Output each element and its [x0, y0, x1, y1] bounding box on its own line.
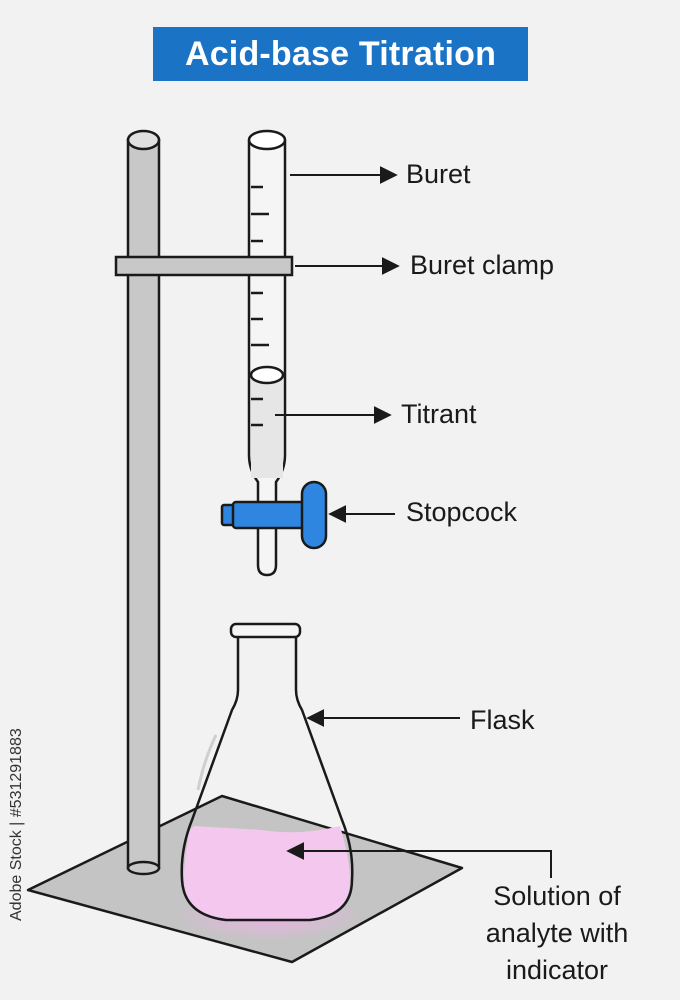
- buret-graduations: [251, 185, 269, 427]
- solution-pointer: [286, 842, 552, 878]
- stopcock: [220, 480, 328, 550]
- buret-label: Buret: [406, 159, 471, 189]
- flask-label: Flask: [470, 705, 535, 735]
- stand-rod: [126, 129, 161, 876]
- diagram-title: Acid-base Titration: [184, 34, 497, 73]
- titrant-label: Titrant: [401, 399, 477, 429]
- buret-clamp: [114, 255, 294, 277]
- stopcock-label: Stopcock: [406, 497, 518, 527]
- solution-label-line-1: Solution of: [493, 881, 621, 911]
- solution-label: Solution of analyte with indicator: [457, 878, 657, 989]
- solution-label-line-2: analyte with: [485, 918, 629, 948]
- erlenmeyer-flask: [173, 622, 363, 941]
- buret-tube: [247, 129, 287, 577]
- title-banner: Acid-base Titration: [153, 27, 528, 81]
- solution-label-line-3: indicator: [505, 955, 609, 985]
- pointer-lines: [275, 166, 552, 878]
- buret-clamp-label: Buret clamp: [410, 250, 555, 280]
- stock-watermark: Adobe Stock | #531291883: [8, 728, 25, 921]
